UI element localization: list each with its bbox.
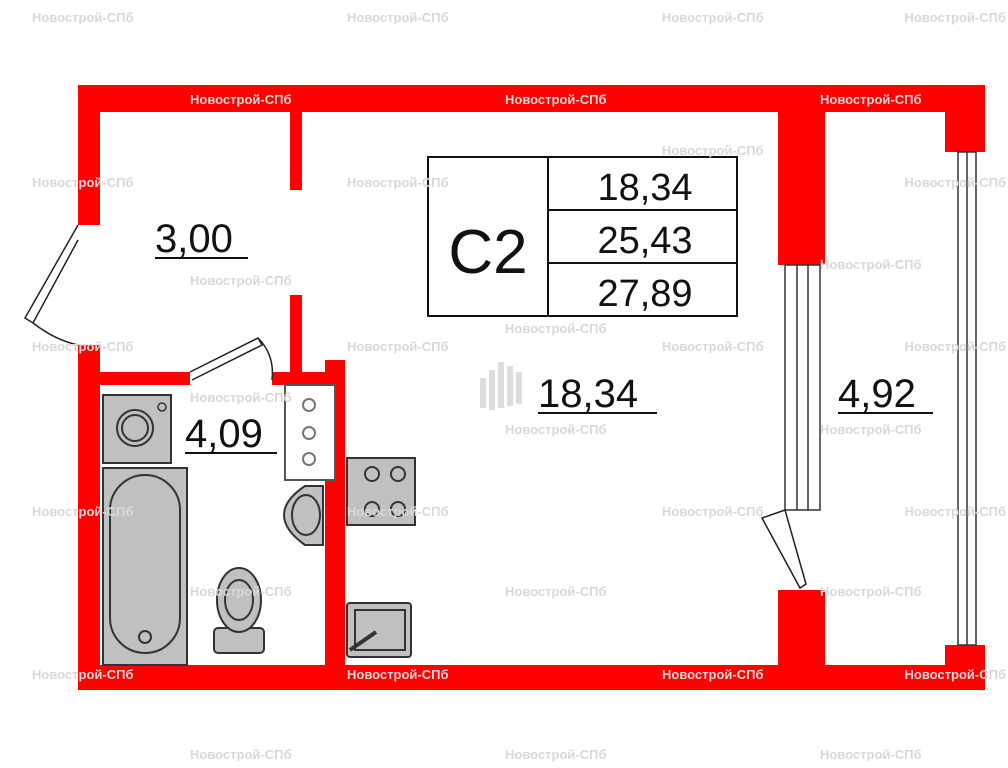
watermark-text: Новострой-СПб xyxy=(505,321,606,336)
balcony-wall-upper xyxy=(778,85,825,265)
watermark-text: Новострой-СПб xyxy=(905,667,1006,682)
watermark-text: Новострой-СПб xyxy=(820,747,921,762)
watermark-text: Новострой-СПб xyxy=(190,584,291,599)
bathroom-wall-top-left xyxy=(100,372,190,385)
watermark-text: Новострой-СПб xyxy=(905,10,1006,25)
watermark-text: Новострой-СПб xyxy=(820,92,921,107)
wall-corner-bottom-right xyxy=(945,645,985,690)
walls xyxy=(78,85,985,690)
watermark-text: Новострой-СПб xyxy=(905,339,1006,354)
watermark-text: Новострой-СПб xyxy=(662,667,763,682)
apartment-type: C2 xyxy=(448,218,527,287)
room-area-bathroom: 4,09 xyxy=(185,412,263,456)
watermark-text: Новострой-СПб xyxy=(347,504,448,519)
watermark-text: Новострой-СПб xyxy=(820,257,921,272)
wall-corner-top-right xyxy=(945,85,985,152)
balcony-wall-lower xyxy=(778,590,825,665)
watermark-text: Новострой-СПб xyxy=(347,667,448,682)
watermark-text: Новострой-СПб xyxy=(662,504,763,519)
partition-lower xyxy=(290,295,302,380)
wall-left-lower xyxy=(78,345,100,690)
balcony-door[interactable] xyxy=(760,509,807,590)
stove xyxy=(346,457,416,526)
room-area-balcony: 4,92 xyxy=(838,372,916,416)
watermark-text: Новострой-СПб xyxy=(505,422,606,437)
room-area-hallway: 3,00 xyxy=(155,217,233,261)
watermark-text: Новострой-СПб xyxy=(505,584,606,599)
washing-machine xyxy=(102,394,172,464)
watermark-text: Новострой-СПб xyxy=(905,175,1006,190)
watermark-text: Новострой-СПб xyxy=(347,10,448,25)
watermark-text: Новострой-СПб xyxy=(820,422,921,437)
building-logo-icon xyxy=(480,362,522,410)
entrance-door[interactable] xyxy=(23,224,79,325)
wall-top xyxy=(78,85,985,112)
watermark-text: Новострой-СПб xyxy=(32,10,133,25)
sink-bathroom xyxy=(282,485,324,546)
watermark-text: Новострой-СПб xyxy=(190,390,291,405)
partition-upper xyxy=(290,112,302,190)
watermark-text: Новострой-СПб xyxy=(662,339,763,354)
watermark-text: Новострой-СПб xyxy=(32,339,133,354)
total-area: 25,43 xyxy=(597,220,692,262)
watermark-text: Новострой-СПб xyxy=(505,747,606,762)
kitchen-sink xyxy=(346,602,412,658)
watermark-text: Новострой-СПб xyxy=(190,92,291,107)
watermark-text: Новострой-СПб xyxy=(32,175,133,190)
watermark-text: Новострой-СПб xyxy=(190,747,291,762)
bathroom-door[interactable] xyxy=(189,337,264,381)
watermark-text: Новострой-СПб xyxy=(32,667,133,682)
doors[interactable] xyxy=(23,224,807,590)
toilet xyxy=(213,567,265,654)
watermark-text: Новострой-СПб xyxy=(905,504,1006,519)
watermark-text: Новострой-СПб xyxy=(662,143,763,158)
watermark-text: Новострой-СПб xyxy=(505,92,606,107)
watermark-text: Новострой-СПб xyxy=(347,175,448,190)
wall-left-upper xyxy=(78,85,100,225)
watermark-text: Новострой-СПб xyxy=(32,504,133,519)
living-area: 18,34 xyxy=(597,167,692,209)
summary-table: C2 18,34 25,43 27,89 xyxy=(427,156,738,317)
watermark-text: Новострой-СПб xyxy=(347,339,448,354)
water-heater xyxy=(284,384,336,481)
watermark-text: Новострой-СПб xyxy=(190,273,291,288)
wall-bottom xyxy=(78,665,985,690)
watermark-text: Новострой-СПб xyxy=(662,10,763,25)
room-area-living: 18,34 xyxy=(538,372,638,416)
watermark-text: Новострой-СПб xyxy=(820,584,921,599)
balcony-door-window xyxy=(784,264,821,511)
total-area-with-balcony: 27,89 xyxy=(597,273,692,315)
bathtub xyxy=(102,467,188,666)
balcony-window xyxy=(957,151,977,646)
